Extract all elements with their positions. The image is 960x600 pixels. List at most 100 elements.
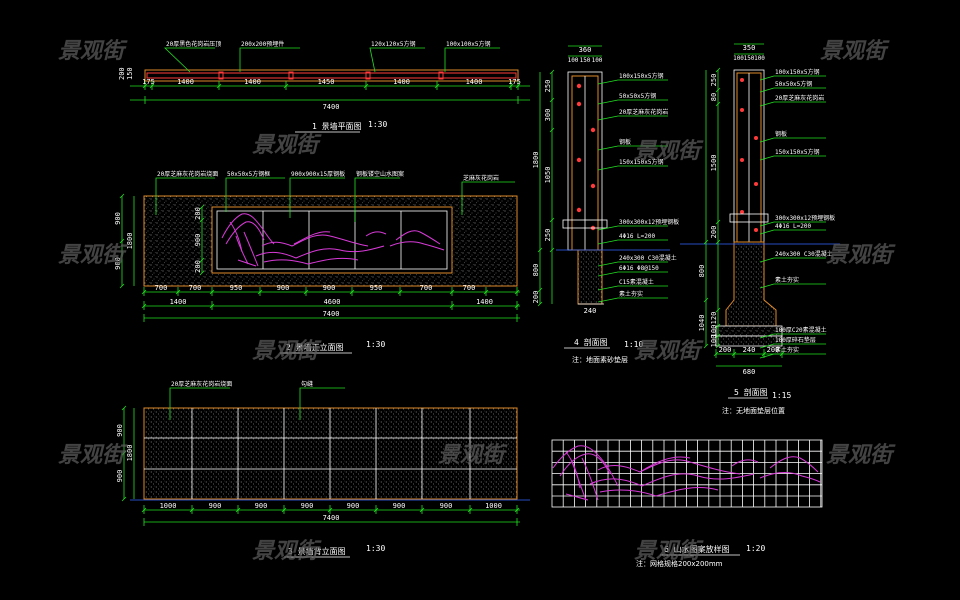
back-callout-1: 20厚芝麻灰花岗岩烧面 (171, 380, 232, 388)
plan-dim-label: 175 (142, 78, 155, 86)
section4-callout-2-leader (597, 99, 668, 105)
section5-callout-12: 素土夯实 (775, 346, 799, 354)
back-title: 3 景墙背立面图 (288, 546, 346, 556)
section4-left-lower-tick (537, 301, 543, 307)
section5-left-lower-tick (703, 343, 709, 349)
front-landscape-pattern (221, 213, 445, 267)
watermark-text: 景观街 (252, 339, 322, 364)
back-left-label: 900 (116, 470, 124, 483)
back-dim-label: 900 (209, 502, 222, 510)
detail6-scale: 1:20 (746, 544, 765, 553)
section5-callout-4-leader (759, 137, 826, 143)
section5-left-tick (715, 101, 721, 107)
section4-top-dim-text: 360 (579, 46, 592, 54)
section5-left-base-tick (715, 307, 721, 313)
front-left-total: 1800 (126, 233, 134, 250)
section5-callout-2: 50x50x5方钢 (775, 80, 812, 88)
section5-bolt (740, 78, 744, 82)
section5-gravel-layer (715, 335, 783, 347)
section5-left-lower-tick (703, 297, 709, 303)
section5-bolt (740, 210, 744, 214)
section4-callout-9-leader (597, 271, 668, 277)
plan-scale: 1:30 (368, 120, 387, 129)
section4-callout-8-leader (597, 261, 668, 267)
section4-callout-6-leader (597, 225, 668, 231)
plan-callout-3-leader (369, 47, 425, 73)
plan-post (365, 71, 371, 80)
front-total-dim: 7400 (323, 310, 340, 318)
section5-left-tick (715, 239, 721, 245)
watermark-text: 景观街 (252, 539, 322, 564)
front-dim-r2-label: 1400 (170, 298, 187, 306)
section4-top-sub-text: 100 (568, 57, 579, 64)
plan-dim-label: 1400 (393, 78, 410, 86)
back-left-total: 1800 (126, 445, 134, 462)
back-dim-label: 1000 (160, 502, 177, 510)
section5-callout-6-leader (759, 221, 826, 227)
front-callout-4-leader (354, 177, 400, 222)
section4-callout-11: 素土夯实 (619, 290, 643, 298)
section4-left-lower-tick (537, 287, 543, 293)
section5-bolt (754, 182, 758, 186)
section4-callout-7-leader (597, 239, 668, 245)
back-dim-label: 900 (301, 502, 314, 510)
section4-callout-4-leader (597, 145, 668, 151)
watermark-text: 景观街 (438, 443, 508, 468)
section4-callout-2: 50x50x5方钢 (619, 92, 656, 100)
section4-left-label: 250 (544, 80, 552, 93)
section5-callout-2-leader (759, 87, 826, 93)
section4-bolt (576, 207, 582, 213)
section5-callout-11-leader (759, 343, 826, 349)
section5-callout-8: 240x300 C30混凝土 (775, 250, 833, 258)
plan-callout-1-leader (164, 47, 215, 73)
front-dim-r1-label: 700 (155, 284, 168, 292)
section5-bolt (754, 136, 758, 140)
section5-note: 注：无地面垫层位置 (722, 406, 785, 415)
front-callout-3-leader (289, 177, 345, 218)
section4-left-tick (549, 69, 555, 75)
section4-callout-10-leader (597, 285, 668, 291)
section5-callout-9-leader (759, 283, 826, 289)
section4-scale: 1:10 (624, 340, 643, 349)
section4-left-lower-tick (537, 247, 543, 253)
back-dim-label: 900 (347, 502, 360, 510)
section5-title: 5 剖面图 (734, 387, 768, 397)
watermark-text: 景观街 (634, 139, 704, 164)
section4-left-label: 250 (544, 229, 552, 242)
front-left-inner-label: 900 (194, 234, 202, 247)
section5-callout-8-leader (759, 257, 826, 263)
watermark-text: 景观街 (58, 443, 128, 468)
front-steel-panel (216, 210, 448, 270)
section4-callout-8: 240x300 C30混凝土 (619, 254, 677, 262)
section5-left-base-label: 100 (710, 325, 718, 338)
section5-callout-11: 100厚碎石垫层 (775, 336, 816, 344)
plan-callout-2: 200x200预埋件 (241, 40, 284, 48)
front-dim-r2-label: 1400 (476, 298, 493, 306)
watermark-text: 景观街 (826, 243, 896, 268)
section5-left-base-label: 120 (710, 312, 718, 325)
section5-left-tick (715, 67, 721, 73)
plan-wall-outline (144, 69, 519, 82)
section4-bolt (590, 183, 596, 189)
section4-callout-9: 6Φ16 Φ8@150 (619, 265, 659, 272)
section5-callout-10-leader (759, 333, 826, 339)
detail6-landscape-pattern (552, 445, 821, 501)
section5-left-lower-label: 1040 (698, 315, 706, 332)
section5-callout-7: 4Φ16 L=200 (775, 223, 812, 230)
section4-callout-5: 150x150x5方钢 (619, 158, 664, 166)
plan-dim-label: 1450 (318, 78, 335, 86)
front-title: 2 景墙正立面图 (286, 342, 344, 352)
section4-base-width: 240 (584, 307, 597, 315)
front-left-outer-label: 900 (114, 257, 122, 270)
plan-dim-label: 1400 (177, 78, 194, 86)
section4-bolt (576, 83, 582, 89)
plan-dim-label: 1400 (244, 78, 261, 86)
section5-embed-plate (729, 213, 769, 223)
section4-left-lower-label: 800 (532, 264, 540, 277)
section4-bolt (576, 157, 582, 163)
section5-bolt (740, 158, 744, 162)
back-wall-face (143, 407, 518, 500)
